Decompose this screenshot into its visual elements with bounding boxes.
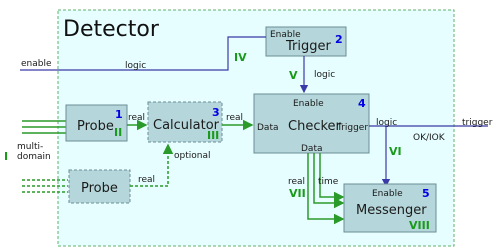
calculator-label: Calculator (153, 118, 220, 133)
probe-1-roman: II (114, 126, 122, 139)
calculator-block (147, 101, 223, 143)
checker-data-aux-line (319, 153, 345, 203)
trigger-enable-port: Enable (270, 30, 301, 40)
messenger-roman: VIII (409, 219, 430, 232)
trigger-label: Trigger (285, 39, 331, 54)
roman-i: I (4, 150, 8, 163)
checker-data-time-line (313, 153, 345, 209)
checker-label: Checker (288, 119, 342, 134)
checker-enable-port: Enable (293, 99, 324, 109)
calculator-roman: III (207, 129, 219, 142)
trigger-logic-label: logic (314, 70, 335, 80)
messenger-time-label: time (318, 177, 339, 187)
enable-logic-line (20, 36, 266, 71)
checker-data-in-port: Data (257, 123, 279, 133)
probe-2-real-label: real (138, 175, 155, 185)
trigger-block (265, 26, 347, 57)
enable-logic-label: logic (125, 61, 146, 71)
ok-iok-label: OK/IOK (413, 133, 446, 143)
trigger-output-label: trigger (462, 118, 493, 128)
multi-domain-label-2: domain (17, 152, 51, 162)
probe-2-label: Probe (81, 181, 118, 196)
probe-1-block (65, 104, 128, 142)
calculator-number: 3 (212, 106, 220, 119)
checker-block (253, 93, 370, 154)
calculator-checker-real-label: real (226, 113, 243, 123)
messenger-enable-port: Enable (372, 189, 403, 199)
optional-label: optional (174, 151, 210, 161)
roman-v: V (289, 69, 298, 82)
checker-number: 4 (358, 97, 366, 110)
messenger-real-label: real (288, 177, 305, 187)
roman-iv: IV (234, 51, 247, 64)
enable-input-label: enable (21, 59, 52, 69)
messenger-label: Messenger (356, 203, 427, 218)
probe-1-number: 1 (115, 108, 123, 121)
messenger-number: 5 (422, 187, 430, 200)
detector-title: Detector (63, 17, 160, 42)
checker-data-out-port: Data (301, 144, 323, 154)
probe-2-block (68, 169, 131, 204)
multi-domain-label-1: multi- (17, 142, 43, 152)
probe-1-label: Probe (77, 119, 114, 134)
roman-vi: VI (389, 145, 402, 158)
messenger-block (343, 183, 437, 233)
probe-2-optional-line (130, 143, 174, 187)
checker-logic-label: logic (376, 118, 397, 128)
checker-data-real-line (307, 153, 345, 225)
trigger-number: 2 (335, 33, 343, 46)
checker-trigger-port: Trigger (336, 123, 368, 133)
probe-calculator-real-label: real (128, 113, 145, 123)
roman-vii: VII (289, 187, 306, 200)
